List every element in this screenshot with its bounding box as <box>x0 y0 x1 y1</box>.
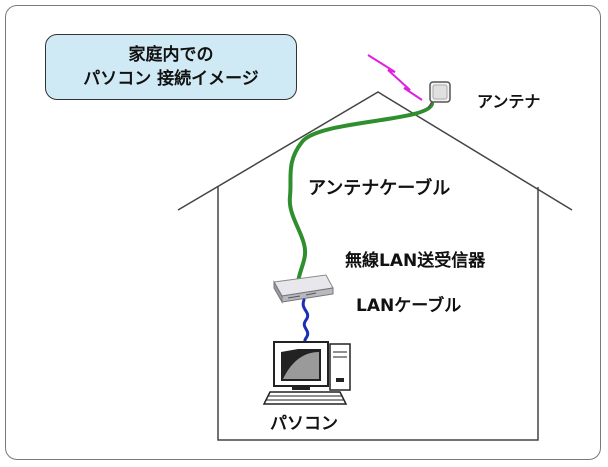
antenna-icon <box>427 81 451 109</box>
diagram-frame <box>5 5 601 460</box>
diagram-title-box: 家庭内での パソコン 接続イメージ <box>45 34 297 100</box>
wireless-signal-icon <box>367 54 423 101</box>
antenna-label: アンテナ <box>477 92 541 111</box>
pc-label: パソコン <box>270 414 338 434</box>
pc-icon <box>262 341 351 405</box>
antenna-cable-label: アンテナケーブル <box>308 178 451 199</box>
lan-cable-label: LANケーブル <box>356 296 462 316</box>
antenna-cable-line <box>287 102 434 284</box>
house-roof-outline <box>177 91 573 211</box>
wireless-lan-device-icon <box>273 274 334 304</box>
title-line-1: 家庭内での <box>128 45 214 65</box>
house-walls-outline <box>217 187 539 441</box>
wireless-lan-label: 無線LAN送受信器 <box>345 251 486 271</box>
title-line-2: パソコン 接続イメージ <box>83 69 259 89</box>
